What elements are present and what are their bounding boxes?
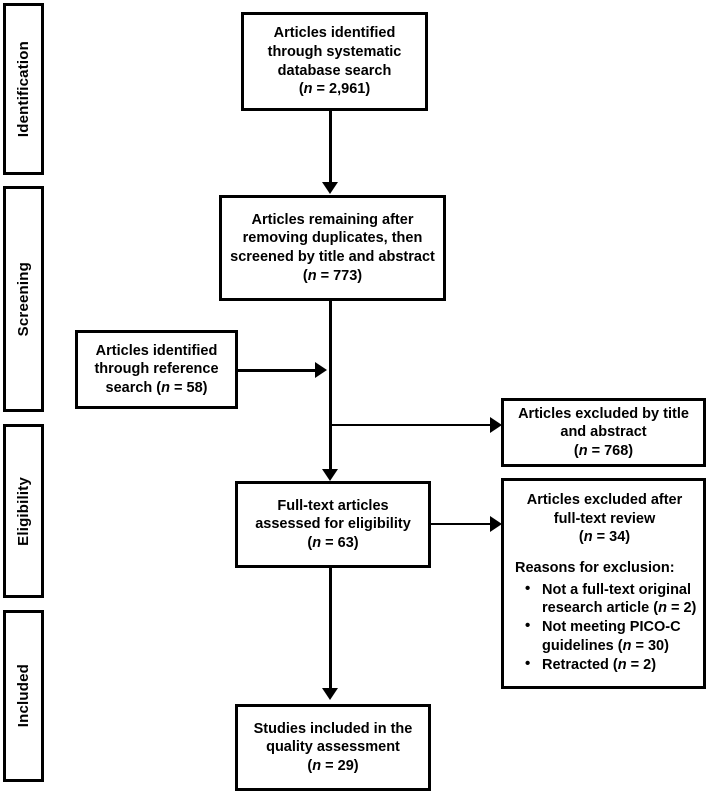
node-line: full-text review bbox=[553, 510, 656, 527]
paren-open: ( bbox=[302, 267, 308, 284]
n-value: = 2) bbox=[626, 656, 657, 673]
stage-box-screening: Screening bbox=[3, 186, 44, 412]
list-item: Not meeting PICO-C guidelines (n = 30) bbox=[525, 617, 697, 654]
node-count: (n = 768) bbox=[574, 442, 633, 461]
paren-open: ( bbox=[578, 529, 584, 546]
n-value: = 773) bbox=[316, 267, 363, 284]
node-count: (n = 34) bbox=[512, 528, 697, 547]
n-symbol: n bbox=[307, 267, 317, 284]
node-line: Articles identified bbox=[273, 25, 396, 42]
n-value: = 2,961) bbox=[312, 81, 371, 98]
connector-spine-screening-to-eligibility bbox=[329, 301, 332, 473]
list-item: Retracted (n = 2) bbox=[525, 655, 697, 674]
arrowhead-right-to-spine bbox=[315, 362, 327, 378]
node-line: database search bbox=[277, 62, 392, 79]
node-count: search (n = 58) bbox=[106, 379, 208, 398]
n-value: = 34) bbox=[592, 529, 631, 546]
node-count: (n = 29) bbox=[307, 757, 358, 776]
node-articles-excluded-full-text-review: Articles excluded after full-text review… bbox=[501, 478, 706, 689]
n-symbol: n bbox=[583, 529, 593, 546]
n-symbol: n bbox=[312, 534, 322, 551]
node-count: (n = 63) bbox=[307, 534, 358, 553]
stage-label-eligibility: Eligibility bbox=[15, 476, 32, 546]
exclusion-reasons-list: Not a full-text original research articl… bbox=[512, 580, 697, 675]
n-symbol: n bbox=[617, 656, 627, 673]
node-count: (n = 2,961) bbox=[299, 80, 370, 99]
node-articles-after-duplicates: Articles remaining after removing duplic… bbox=[219, 195, 446, 301]
n-value: = 30) bbox=[631, 637, 669, 654]
connector-full-text-to-excluded-review bbox=[431, 523, 493, 525]
reason-text: Not meeting PICO-C guidelines ( bbox=[542, 619, 681, 654]
n-symbol: n bbox=[312, 757, 322, 774]
node-line: assessed for eligibility bbox=[255, 516, 411, 533]
arrowhead-right-to-excluded-title bbox=[490, 417, 502, 433]
node-line: quality assessment bbox=[266, 739, 400, 756]
list-item: Not a full-text original research articl… bbox=[525, 580, 697, 617]
node-line: Full-text articles bbox=[277, 497, 389, 514]
count-prefix: search ( bbox=[105, 379, 162, 396]
reason-text: Retracted ( bbox=[542, 656, 618, 673]
reasons-header: Articles excluded after full-text review… bbox=[512, 491, 697, 547]
node-line: and abstract bbox=[560, 424, 647, 441]
n-value: = 29) bbox=[321, 757, 359, 774]
node-line: through reference bbox=[94, 361, 219, 378]
arrowhead-right-to-excluded-review bbox=[490, 516, 502, 532]
stage-box-eligibility: Eligibility bbox=[3, 424, 44, 598]
n-symbol: n bbox=[578, 442, 588, 459]
node-line: Articles remaining after bbox=[251, 211, 414, 228]
stage-box-identification: Identification bbox=[3, 3, 44, 175]
reasons-subheading: Reasons for exclusion: bbox=[515, 559, 675, 576]
node-articles-identified-database: Articles identified through systematic d… bbox=[241, 12, 428, 111]
paren-open: ( bbox=[307, 534, 313, 551]
node-line: screened by title and abstract bbox=[230, 249, 435, 265]
node-count: (n = 773) bbox=[303, 267, 362, 286]
connector-identified-to-screened bbox=[329, 111, 332, 183]
node-articles-excluded-title-abstract: Articles excluded by title and abstract … bbox=[501, 398, 706, 467]
node-line: Articles excluded by title bbox=[518, 405, 689, 422]
reason-text: Not a full-text original research articl… bbox=[542, 582, 692, 617]
arrowhead-down-to-screened bbox=[322, 182, 338, 194]
n-symbol: n bbox=[658, 600, 667, 617]
paren-open: ( bbox=[307, 757, 313, 774]
stage-label-screening: Screening bbox=[15, 261, 32, 337]
node-line: Studies included in the bbox=[253, 720, 413, 737]
connector-full-text-to-included bbox=[329, 568, 332, 689]
paren-open: ( bbox=[573, 442, 579, 459]
n-value: = 58) bbox=[170, 379, 208, 396]
stage-label-identification: Identification bbox=[15, 40, 32, 138]
node-studies-included: Studies included in the quality assessme… bbox=[235, 704, 431, 791]
node-line: Articles excluded after bbox=[526, 492, 683, 508]
node-full-text-assessed: Full-text articles assessed for eligibil… bbox=[235, 481, 431, 568]
n-symbol: n bbox=[303, 81, 313, 98]
node-line: Articles identified bbox=[95, 342, 218, 359]
paren-open: ( bbox=[298, 81, 304, 98]
connector-spine-to-excluded-title bbox=[330, 424, 493, 426]
n-value: = 63) bbox=[321, 534, 359, 551]
connector-reference-to-spine bbox=[238, 369, 316, 372]
arrowhead-down-to-included bbox=[322, 688, 338, 700]
node-line: removing duplicates, then bbox=[242, 230, 423, 247]
node-articles-reference-search: Articles identified through reference se… bbox=[75, 330, 238, 409]
n-value: = 768) bbox=[587, 442, 634, 459]
n-symbol: n bbox=[622, 637, 632, 654]
arrowhead-down-to-full-text bbox=[322, 469, 338, 481]
node-line: through systematic bbox=[267, 43, 402, 60]
stage-box-included: Included bbox=[3, 610, 44, 782]
stage-label-included: Included bbox=[15, 664, 32, 728]
n-symbol: n bbox=[161, 379, 170, 396]
n-value: = 2) bbox=[666, 600, 697, 617]
